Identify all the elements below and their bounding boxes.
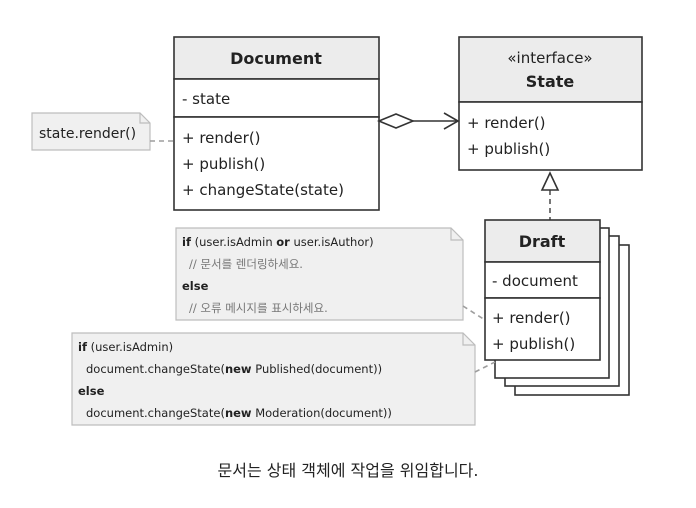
draft-method-publish: + publish() — [492, 335, 575, 353]
draft-note-line-3: else — [182, 279, 209, 293]
draft-note-line-2: // 문서를 렌더링하세요. — [189, 257, 303, 271]
draft-note-line-4: // 오류 메시지를 표시하세요. — [189, 301, 328, 315]
draft-render-note: if (user.isAdmin or user.isAuthor) // 문서… — [175, 227, 486, 321]
document-class-name: Document — [230, 49, 322, 68]
draft-field-document: - document — [492, 272, 578, 290]
state-interface-box: «interface» State + render() + publish() — [458, 36, 643, 171]
draft-note-line-1: if (user.isAdmin or user.isAuthor) — [182, 235, 374, 249]
publish-note-line-3: else — [78, 384, 105, 398]
document-class-box: Document - state + render() + publish() … — [173, 36, 380, 211]
draft-method-render: + render() — [492, 309, 571, 327]
publish-note-line-1: if (user.isAdmin) — [78, 340, 173, 354]
document-method-change-state: + changeState(state) — [182, 181, 344, 199]
render-note: state.render() — [31, 112, 174, 151]
state-stereotype: «interface» — [507, 49, 592, 67]
realization-arrow — [540, 171, 560, 220]
draft-class-name: Draft — [519, 232, 566, 251]
diagram-caption: 문서는 상태 객체에 작업을 위임합니다. — [218, 461, 479, 480]
state-method-render: + render() — [467, 114, 546, 132]
aggregation-arrow — [376, 112, 460, 130]
document-method-publish: + publish() — [182, 155, 265, 173]
draft-publish-note: if (user.isAdmin) document.changeState(n… — [71, 332, 496, 426]
document-field-state: - state — [182, 90, 230, 108]
draft-class-box: Draft - document + render() + publish() — [484, 219, 601, 361]
document-method-render: + render() — [182, 129, 261, 147]
render-note-text: state.render() — [39, 126, 136, 142]
state-method-publish: + publish() — [467, 140, 550, 158]
publish-note-line-2: document.changeState(new Published(docum… — [86, 362, 382, 376]
state-interface-name: State — [526, 72, 575, 91]
publish-note-line-4: document.changeState(new Moderation(docu… — [86, 406, 392, 420]
